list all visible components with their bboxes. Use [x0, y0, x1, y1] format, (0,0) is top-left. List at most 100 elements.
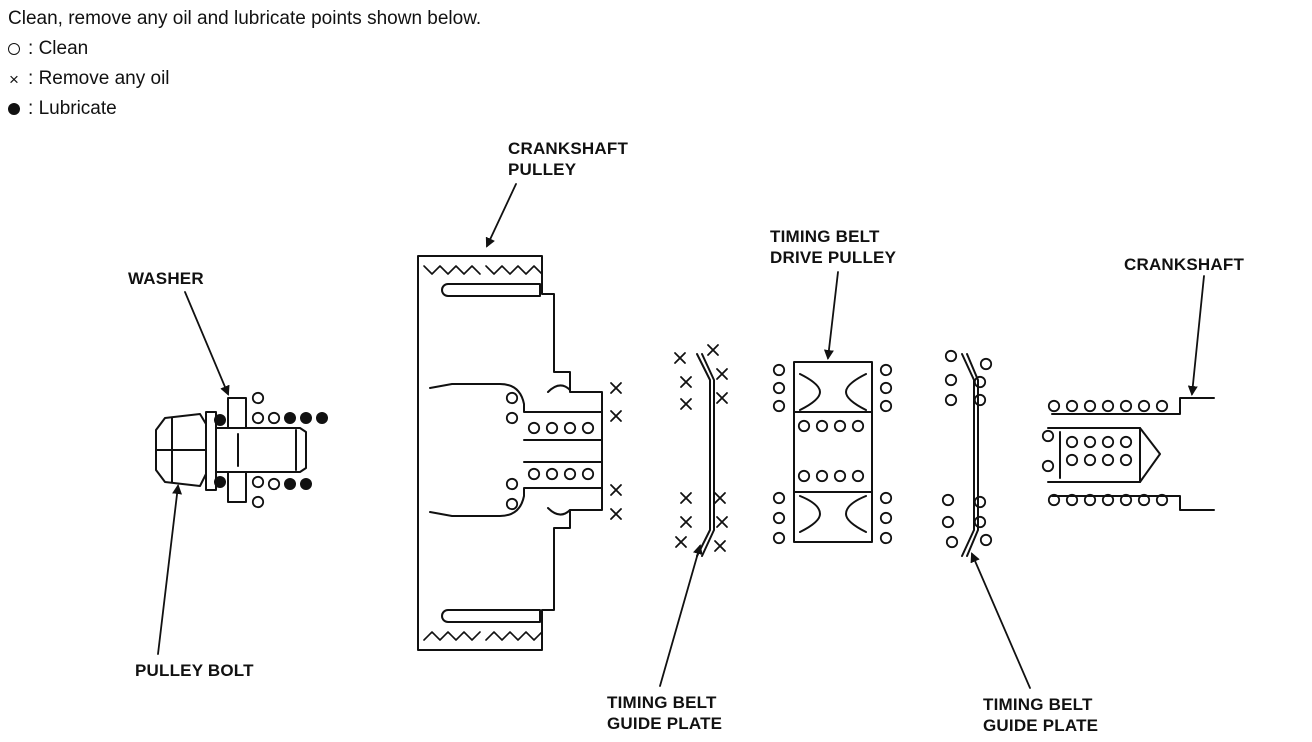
clean-mark [267, 477, 281, 491]
clean-mark [545, 421, 559, 435]
clean-mark [1101, 453, 1115, 467]
clean-mark [879, 399, 893, 413]
remove-oil-mark [716, 392, 728, 404]
remove-oil-mark [674, 352, 686, 364]
crankshaft-drawing [1047, 397, 1215, 511]
clean-mark [1083, 399, 1097, 413]
remove-oil-mark [680, 492, 692, 504]
clean-mark [1119, 493, 1133, 507]
guide-plate-right-label: TIMING BELT GUIDE PLATE [983, 695, 1099, 735]
guide-plate-left-label: TIMING BELT GUIDE PLATE [607, 693, 723, 733]
clean-mark [879, 491, 893, 505]
clean-mark [581, 421, 595, 435]
remove-oil-mark [675, 536, 687, 548]
crankshaft-label: CRANKSHAFT [1124, 255, 1245, 274]
clean-mark [527, 467, 541, 481]
guide-plate-right-arrow [970, 552, 1031, 689]
remove-oil-mark [680, 516, 692, 528]
clean-mark [772, 531, 786, 545]
drive-pulley-label: TIMING BELT DRIVE PULLEY [770, 227, 897, 267]
clean-mark [505, 497, 519, 511]
crankshaft-pulley-arrow [485, 183, 517, 248]
clean-mark [267, 411, 281, 425]
clean-mark [1041, 459, 1055, 473]
remove-oil-mark [610, 508, 622, 520]
lubricate-marks [214, 412, 328, 490]
clean-mark [1101, 435, 1115, 449]
clean-mark [772, 363, 786, 377]
instructions: Clean, remove any oil and lubricate poin… [8, 8, 482, 29]
clean-mark [815, 469, 829, 483]
remove-oil-mark [714, 492, 726, 504]
remove-oil-mark [610, 410, 622, 422]
clean-mark [772, 511, 786, 525]
remove-oil-marks [610, 344, 728, 552]
clean-mark [251, 391, 265, 405]
crankshaft-arrow [1187, 275, 1205, 396]
remove-oil-mark [610, 484, 622, 496]
lubricate-mark [214, 414, 226, 426]
clean-mark [1047, 493, 1061, 507]
clean-mark [1137, 493, 1151, 507]
clean-mark [563, 467, 577, 481]
clean-mark [1119, 435, 1133, 449]
clean-mark [505, 477, 519, 491]
clean-mark [1065, 399, 1079, 413]
drive-pulley-drawing [793, 361, 873, 543]
clean-mark [527, 421, 541, 435]
clean-mark [879, 511, 893, 525]
clean-mark [772, 399, 786, 413]
clean-mark [979, 533, 993, 547]
clean-mark [1101, 399, 1115, 413]
crankshaft-pulley-label: CRANKSHAFT PULLEY [508, 139, 629, 179]
remove-oil-mark [707, 344, 719, 356]
clean-mark [941, 515, 955, 529]
clean-mark [851, 419, 865, 433]
clean-mark [833, 469, 847, 483]
clean-mark [1041, 429, 1055, 443]
clean-mark [815, 419, 829, 433]
clean-mark [945, 535, 959, 549]
clean-circle-icon [8, 43, 20, 55]
clean-mark [1119, 453, 1133, 467]
clean-mark [1047, 399, 1061, 413]
remove-oil-mark [610, 382, 622, 394]
clean-mark [1137, 399, 1151, 413]
clean-mark [944, 349, 958, 363]
clean-mark [979, 357, 993, 371]
pulley-bolt-label: PULLEY BOLT [135, 661, 254, 680]
clean-mark [1083, 453, 1097, 467]
lubricate-dot-icon [8, 103, 20, 115]
clean-mark [1155, 399, 1169, 413]
guide-plate-left-drawing [696, 353, 715, 557]
clean-mark [973, 515, 987, 529]
clean-mark [545, 467, 559, 481]
clean-mark [833, 419, 847, 433]
legend-remove-oil: × : Remove any oil [9, 68, 170, 89]
legend-clean: : Clean [8, 34, 481, 64]
lubricate-mark [300, 478, 312, 490]
crankshaft-pulley-drawing [417, 255, 603, 651]
clean-mark [1083, 493, 1097, 507]
drive-pulley-arrow [823, 271, 839, 360]
clean-mark [505, 391, 519, 405]
legend: Clean, remove any oil and lubricate poin… [8, 4, 481, 124]
clean-mark [1065, 435, 1079, 449]
clean-mark [772, 381, 786, 395]
clean-mark [879, 381, 893, 395]
clean-mark [1083, 435, 1097, 449]
remove-oil-x-icon: × [9, 69, 19, 89]
remove-oil-mark [680, 398, 692, 410]
washer-label: WASHER [128, 269, 204, 288]
washer-drawing [227, 397, 247, 503]
clean-mark [973, 393, 987, 407]
clean-mark [251, 411, 265, 425]
legend-lubricate: : Lubricate [8, 94, 481, 124]
clean-mark [944, 373, 958, 387]
leader-arrows [157, 183, 1205, 689]
clean-mark [941, 493, 955, 507]
pulley-bolt-arrow [157, 484, 183, 655]
lubricate-mark [300, 412, 312, 424]
clean-mark [797, 469, 811, 483]
clean-mark [1155, 493, 1169, 507]
